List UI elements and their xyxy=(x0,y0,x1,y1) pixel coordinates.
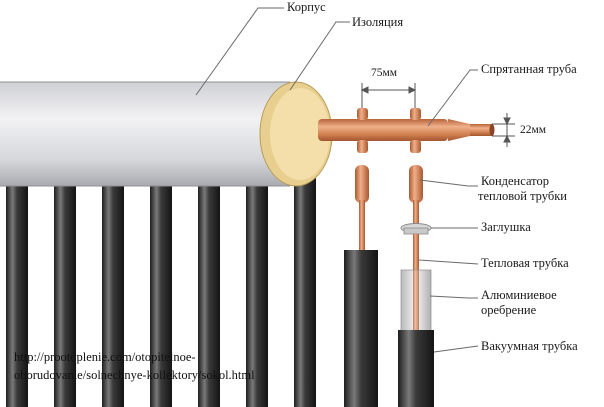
label-hidden-pipe: Спрятанная труба xyxy=(481,62,577,76)
vacuum-tube xyxy=(150,150,172,407)
left-heat-pipe-assembly xyxy=(344,165,378,407)
hidden-pipe xyxy=(318,108,495,153)
leader-lines xyxy=(195,7,479,353)
label-plug: Заглушка xyxy=(481,220,531,234)
label-dimension-75: 75мм xyxy=(371,67,398,79)
source-url-line1: http://prootoplenie.com/otopitelnoe- xyxy=(14,350,196,364)
dimension-22 xyxy=(492,113,515,147)
source-url-line2: oborudovanie/solnechnye-kollektory/sokol… xyxy=(14,368,255,382)
heat-pipe xyxy=(413,234,419,274)
label-dimension-22: 22мм xyxy=(520,124,547,136)
vacuum-tube xyxy=(6,150,28,407)
right-heat-pipe-assembly xyxy=(398,165,434,407)
label-housing: Корпус xyxy=(287,0,326,14)
vacuum-tube xyxy=(102,150,124,407)
vacuum-tube xyxy=(198,150,220,407)
vacuum-tube-front xyxy=(398,330,434,407)
vacuum-tube xyxy=(294,150,316,407)
dimension-75 xyxy=(360,83,417,108)
insulation xyxy=(259,81,333,187)
tube-row xyxy=(6,150,316,407)
label-heat-pipe: Тепловая трубка xyxy=(481,256,569,270)
housing xyxy=(0,81,290,187)
label-fins-line1: Алюминиевое xyxy=(481,288,557,302)
label-vacuum-tube: Вакуумная трубка xyxy=(481,339,578,353)
source-url: http://prootoplenie.com/otopitelnoe- obo… xyxy=(14,348,255,384)
vacuum-tube xyxy=(246,150,268,407)
label-condenser-line1: Конденсатор xyxy=(481,174,549,188)
label-condenser-line2: тепловой трубки xyxy=(478,189,567,203)
label-insulation: Изоляция xyxy=(352,15,404,29)
label-fins-line2: оребрение xyxy=(481,303,537,317)
vacuum-tube xyxy=(54,150,76,407)
condenser xyxy=(409,165,423,203)
